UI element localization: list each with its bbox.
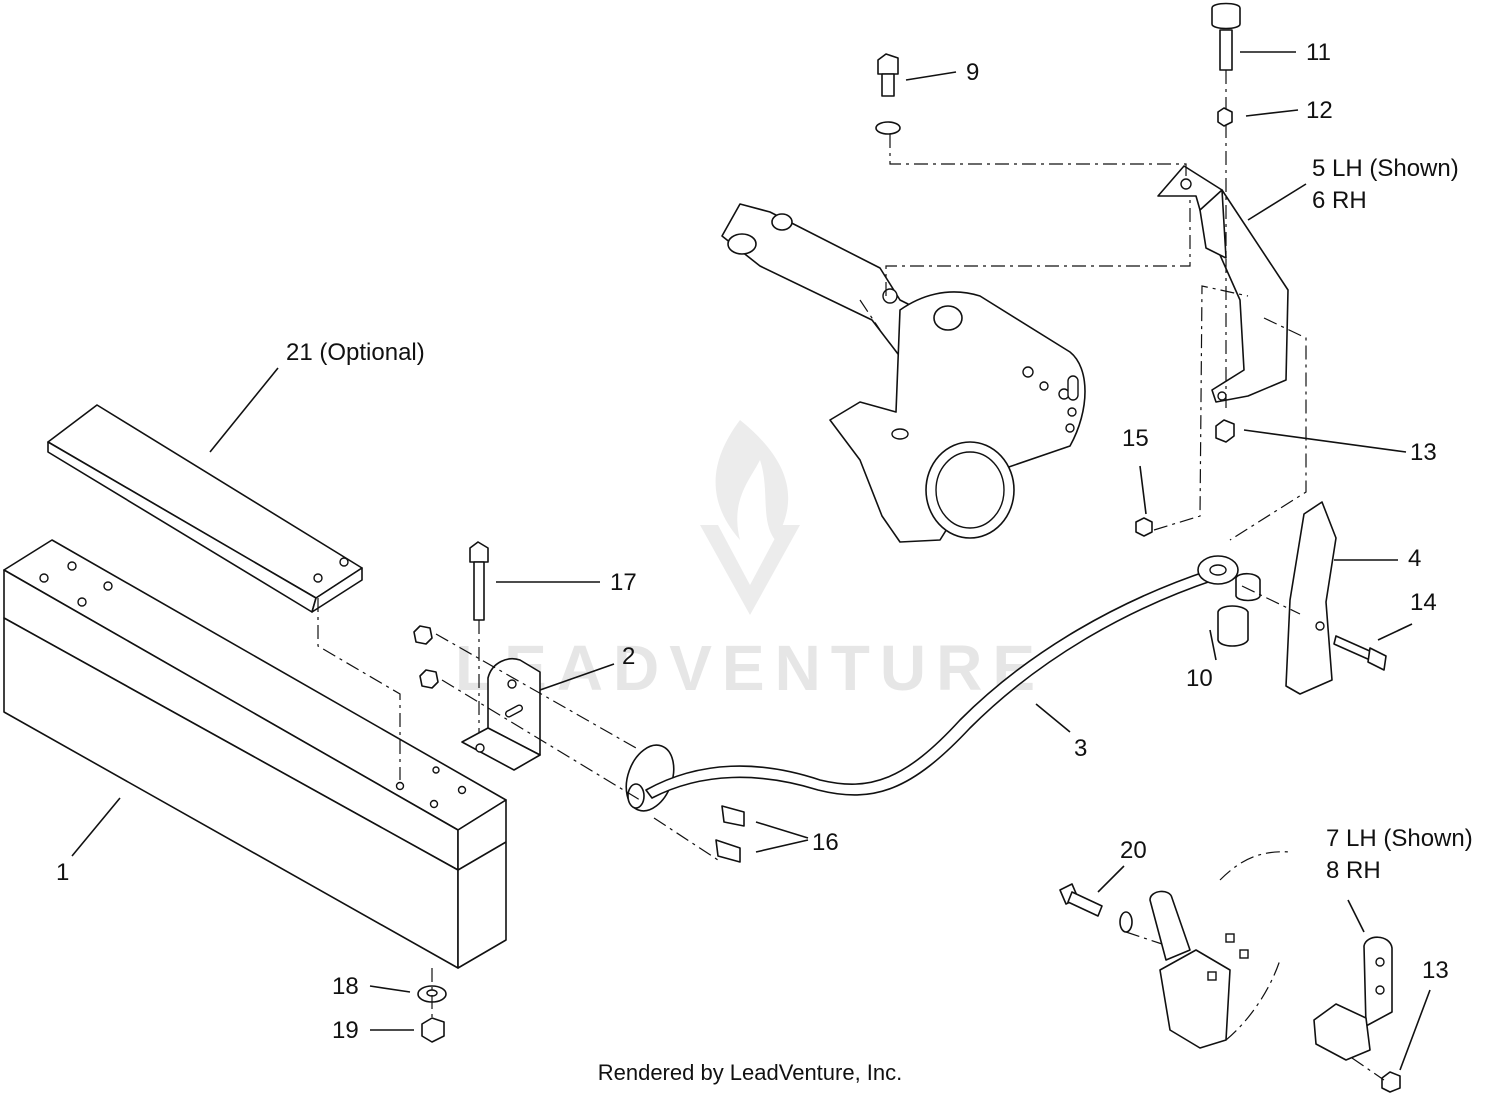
callout-11: 11 (1306, 39, 1331, 66)
bracket-nuts (413, 625, 439, 689)
callout-12: 12 (1306, 97, 1333, 124)
callout-13-lower: 13 (1422, 957, 1449, 984)
part-2-bracket (461, 658, 541, 771)
part-20-bolt (1059, 883, 1133, 933)
footer-credit: Rendered by LeadVenture, Inc. (598, 1060, 903, 1085)
callout-20: 20 (1120, 837, 1147, 864)
callout-16: 16 (812, 829, 839, 856)
callout-1: 1 (56, 859, 69, 886)
part-9-bolt (875, 53, 901, 135)
part-17-bolt (469, 541, 489, 748)
part-14-bolt (1333, 635, 1387, 671)
part-1-weight-block (3, 539, 507, 969)
callout-13-upper: 13 (1410, 439, 1437, 466)
callout-9: 9 (966, 59, 979, 86)
callout-21: 21 (Optional) (286, 339, 425, 366)
part-21-plate (47, 404, 363, 613)
callout-3: 3 (1074, 735, 1087, 762)
part-15-nut (1135, 517, 1153, 537)
callout-18: 18 (332, 973, 359, 1000)
part-10-spacer (1217, 572, 1261, 647)
part-12-washer (1217, 107, 1233, 127)
part-19-nut (421, 1017, 445, 1043)
callout-6: 6 RH (1312, 187, 1367, 214)
part-11-bolt (1211, 2, 1241, 410)
part-13-nut-lower (1381, 1071, 1401, 1093)
leader-lines (71, 51, 1431, 1071)
callout-7: 7 LH (Shown) (1326, 825, 1473, 852)
callout-14: 14 (1410, 589, 1437, 616)
callout-10: 10 (1186, 665, 1213, 692)
part-5-bracket (1157, 165, 1289, 403)
spindle-casting (721, 203, 1086, 543)
caster-fork (1149, 851, 1291, 1049)
part-13-nut-upper (1215, 419, 1235, 443)
callout-2: 2 (622, 643, 635, 670)
part-16-bolts (715, 805, 745, 863)
callout-15: 15 (1122, 425, 1149, 452)
part-4-plate (1285, 501, 1337, 695)
part-18-washer (417, 985, 447, 1003)
callout-4: 4 (1408, 545, 1421, 572)
callout-labels: 21 (Optional) 1 2 3 4 5 LH (Shown) 6 RH … (56, 39, 1473, 1044)
part-3-rod (625, 555, 1239, 812)
watermark-text: LEADVENTURE (455, 632, 1045, 704)
leadventure-watermark: LEADVENTURE (455, 420, 1045, 704)
part-7-bracket (1313, 936, 1393, 1061)
callout-8: 8 RH (1326, 857, 1381, 884)
callout-17: 17 (610, 569, 637, 596)
assembly-lines (317, 134, 1385, 1081)
callout-19: 19 (332, 1017, 359, 1044)
callout-5: 5 LH (Shown) (1312, 155, 1459, 182)
